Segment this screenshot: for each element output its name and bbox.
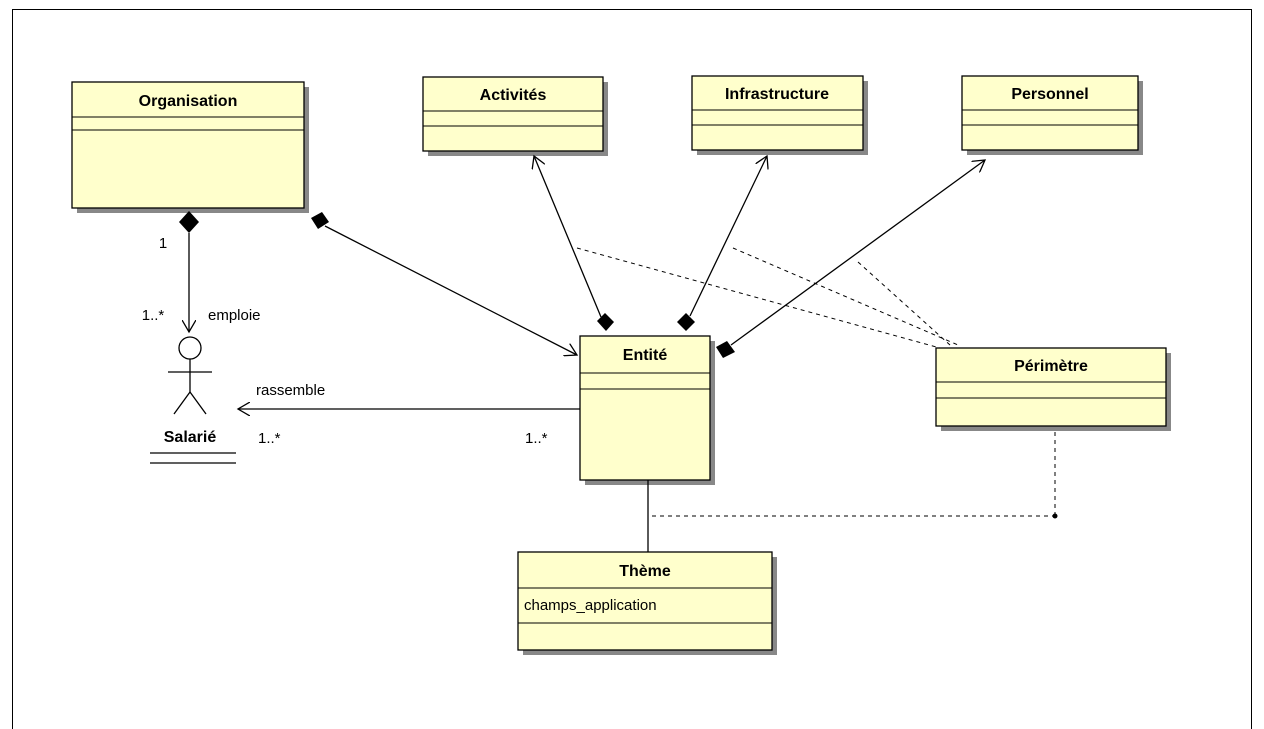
class-infrastructure-name: Infrastructure [725, 86, 829, 103]
label-rassemble: rassemble [256, 382, 325, 399]
composition-diamond [311, 212, 329, 229]
class-theme-attribute: champs_application [524, 597, 657, 614]
association-organisation-entite[interactable] [311, 212, 577, 355]
class-entite[interactable]: Entité [579, 335, 715, 485]
multiplicity-organisation: 1 [159, 235, 167, 252]
class-infrastructure[interactable]: Infrastructure [691, 75, 868, 155]
association-entite-activites[interactable] [534, 156, 614, 331]
class-activites-name: Activités [480, 87, 547, 104]
class-personnel-name: Personnel [1011, 86, 1088, 103]
composition-diamond [677, 313, 695, 331]
perimetre-dependency-lines[interactable] [576, 247, 1056, 517]
class-theme[interactable]: Thème champs_application [517, 551, 777, 655]
multiplicity-entite: 1..* [525, 430, 548, 447]
composition-diamond [716, 341, 735, 358]
class-perimetre-name: Périmètre [1014, 358, 1088, 375]
multiplicity-salarie-rassemble: 1..* [258, 430, 281, 447]
composition-diamond [179, 211, 199, 233]
class-personnel[interactable]: Personnel [961, 75, 1143, 155]
class-theme-name: Thème [619, 563, 671, 580]
class-organisation[interactable]: Organisation [71, 81, 309, 213]
class-organisation-name: Organisation [139, 93, 238, 110]
association-entite-personnel[interactable] [716, 160, 985, 358]
actor-salarie-name: Salarié [164, 429, 217, 446]
label-emploie: emploie [208, 307, 261, 324]
diagram-frame [12, 9, 1252, 729]
multiplicity-salarie-emploie: 1..* [142, 307, 165, 324]
actor-salarie[interactable] [150, 336, 236, 464]
class-activites[interactable]: Activités [422, 76, 608, 156]
association-organisation-salarie[interactable] [179, 211, 199, 332]
association-entite-infrastructure[interactable] [677, 156, 767, 331]
class-perimetre[interactable]: Périmètre [935, 347, 1171, 431]
composition-diamond [597, 313, 614, 331]
association-class-junction [1052, 513, 1058, 519]
class-entite-name: Entité [623, 347, 668, 364]
